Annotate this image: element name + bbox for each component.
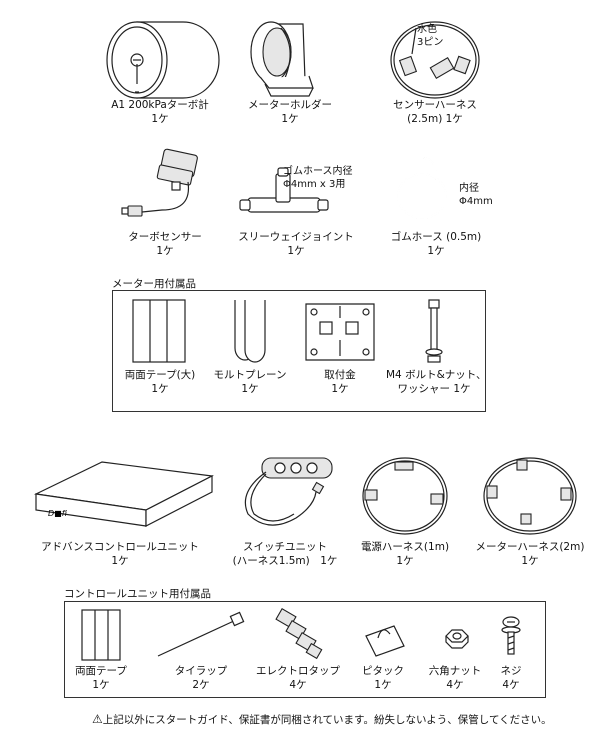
accessory-item: ピタック 1ケ <box>346 606 420 692</box>
item-name: アドバンスコントロールユニット <box>41 541 199 553</box>
item-name: M4 ボルト&ナット、 <box>386 369 487 381</box>
rubber-hose-icon <box>397 157 447 219</box>
advance-control-unit-icon: D■fi <box>33 461 214 527</box>
moltoprene-icon <box>234 300 266 363</box>
sensor-harness-item: センサーハーネス (2.5m) 1ケ <box>360 8 510 126</box>
pitack-icon <box>365 625 405 657</box>
item-name: ネジ <box>500 665 522 677</box>
item-qty: 1ケ <box>241 383 259 395</box>
power-harness-item: 電源ハーネス(1m) 1ケ <box>345 452 465 568</box>
item-name: 両面テープ <box>75 665 127 677</box>
item-qty: 1ケ <box>281 113 299 125</box>
turbo-sensor-item: ターボセンサー 1ケ <box>100 140 230 258</box>
pin-callout: 水色 3ピン <box>417 24 444 48</box>
item-qty: 1ケ <box>111 555 129 567</box>
footer-note-row: ⚠上記以外にスタートガイド、保証書が同梱されています。紛失しないよう、保管してく… <box>92 712 552 727</box>
item-name: ゴムホース (0.5m) <box>390 231 482 243</box>
switch-unit-item: スイッチユニット (ハーネス1.5m) 1ケ <box>220 452 350 568</box>
unit-label: D■fi <box>48 509 68 518</box>
item-name: ピタック <box>362 665 404 677</box>
item-qty: 1ケ <box>396 555 414 567</box>
item-name: エレクトロタップ <box>256 665 340 677</box>
item-name: メーターハーネス(2m) <box>475 541 585 553</box>
hose-callout: 内径 Φ4mm <box>459 183 493 207</box>
meter-holder-icon <box>250 21 314 97</box>
electro-tap-icon <box>275 608 323 660</box>
meter-harness-item: メーターハーネス(2m) 1ケ <box>465 452 595 568</box>
item-qty: 1ケ <box>151 113 169 125</box>
item-qty: 1ケ <box>156 245 174 257</box>
item-qty: 1ケ <box>521 555 539 567</box>
item-qty: 1ケ <box>374 679 392 691</box>
accessory-item: タイラップ 2ケ <box>146 606 256 692</box>
item-qty: 4ケ <box>289 679 307 691</box>
item-qty: 1ケ <box>331 383 349 395</box>
item-name: ターボセンサー <box>128 231 202 243</box>
item-name-2: (2.5m) 1ケ <box>407 113 463 125</box>
meter-harness-icon <box>483 457 577 535</box>
power-harness-icon <box>362 457 448 535</box>
item-name: モルトプレーン <box>213 369 287 381</box>
item-name: 取付金 <box>324 369 356 381</box>
gauge-item: A1 200kPaターボ計 1ケ <box>95 8 225 126</box>
meter-accessories-title: メーター用付属品 <box>112 278 196 290</box>
control-unit-item: D■fi アドバンスコントロールユニット 1ケ <box>20 452 220 568</box>
item-name: タイラップ <box>174 665 228 677</box>
cable-tie-icon <box>157 611 245 657</box>
item-name: センサーハーネス <box>393 99 477 111</box>
accessory-item: ネジ 4ケ <box>478 606 544 692</box>
item-qty: 4ケ <box>502 679 520 691</box>
sensor-harness-icon <box>390 21 480 99</box>
item-name: スリーウェイジョイント <box>238 231 354 243</box>
mounting-bracket-icon <box>305 303 375 361</box>
double-sided-tape-icon <box>132 299 186 363</box>
item-qty: 1ケ <box>151 383 169 395</box>
item-qty: 1ケ <box>287 245 305 257</box>
double-sided-tape-icon <box>81 609 121 661</box>
accessory-item: M4 ボルト&ナット、 ワッシャー 1ケ <box>386 296 487 396</box>
hex-nut-icon <box>445 629 469 649</box>
turbo-gauge-icon <box>106 21 220 99</box>
item-qty: 2ケ <box>192 679 210 691</box>
screw-icon <box>501 616 521 655</box>
accessory-item: 六角ナット 4ケ <box>418 606 492 692</box>
bolt-nut-washer-icon <box>425 299 443 363</box>
item-qty: 1ケ <box>92 679 110 691</box>
accessory-item: 両面テープ 1ケ <box>66 606 136 692</box>
holder-item: メーターホルダー 1ケ <box>225 8 355 126</box>
warning-icon: ⚠ <box>92 712 103 726</box>
item-name: 六角ナット <box>428 665 482 677</box>
item-name: スイッチユニット <box>243 541 327 553</box>
switch-unit-icon <box>244 457 333 526</box>
rubber-hose-item: ゴムホース (0.5m) 1ケ <box>366 140 506 258</box>
item-name: A1 200kPaターボ計 <box>111 99 209 111</box>
control-accessories-title: コントロールユニット用付属品 <box>64 588 211 600</box>
accessory-item: 両面テープ(大) 1ケ <box>115 296 205 396</box>
joint-callout: ゴムホース内径 Φ4mm x 3用 <box>283 166 353 190</box>
control-accessories-box <box>64 601 546 698</box>
item-qty: 1ケ <box>427 245 445 257</box>
accessory-item: 取付金 1ケ <box>292 296 388 396</box>
item-name-2: (ハーネス1.5m) 1ケ <box>232 555 338 567</box>
accessory-item: モルトプレーン 1ケ <box>205 296 295 396</box>
three-way-joint-item: スリーウェイジョイント 1ケ <box>226 140 366 258</box>
item-name-2: ワッシャー 1ケ <box>397 383 471 395</box>
item-name: メーターホルダー <box>248 99 332 111</box>
turbo-sensor-icon <box>121 148 198 217</box>
item-name: 電源ハーネス(1m) <box>360 541 450 553</box>
three-way-joint-icon <box>239 167 329 213</box>
accessory-item: エレクトロタップ 4ケ <box>248 606 348 692</box>
footer-note: 上記以外にスタートガイド、保証書が同梱されています。紛失しないよう、保管してくだ… <box>102 714 552 726</box>
item-qty: 4ケ <box>446 679 464 691</box>
meter-accessories-box <box>112 290 486 412</box>
item-name: 両面テープ(大) <box>124 369 196 381</box>
